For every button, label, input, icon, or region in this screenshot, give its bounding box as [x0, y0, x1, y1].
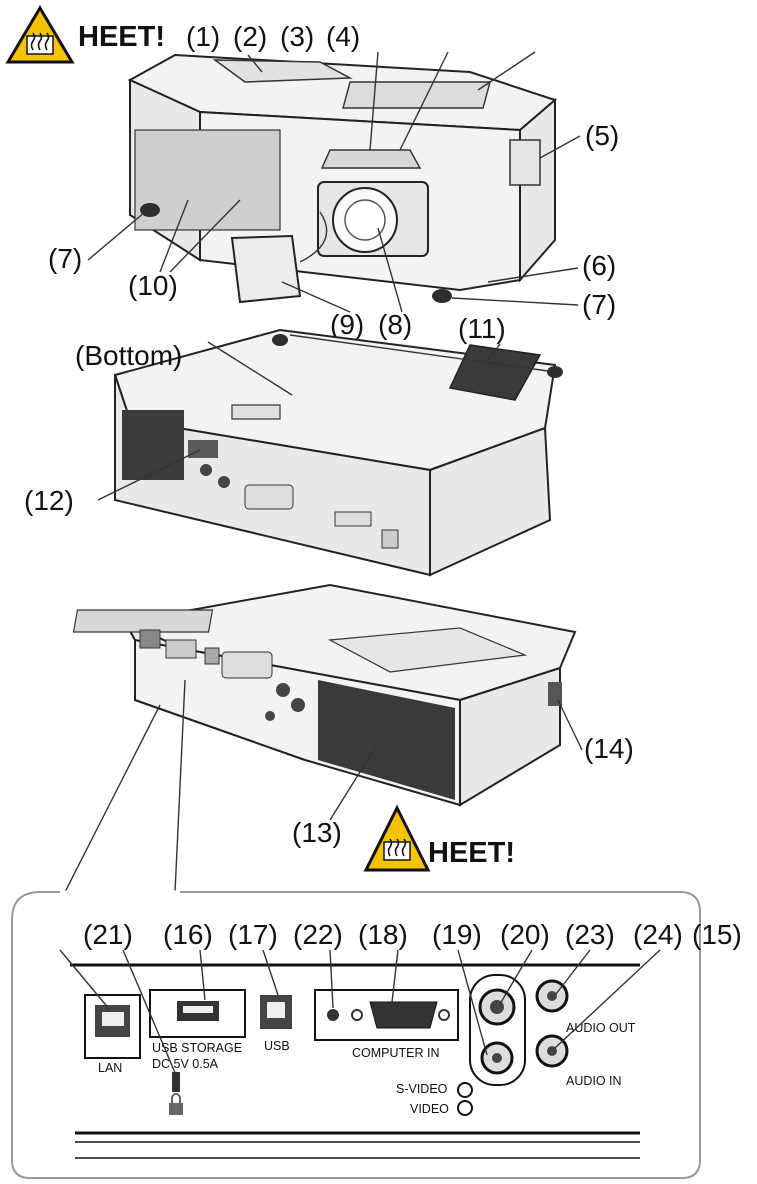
usb-label: USB: [264, 1039, 290, 1053]
callout-9: (9): [330, 309, 364, 340]
computer-in-port: [369, 1001, 438, 1029]
callout-14: (14): [584, 733, 634, 764]
warning-label-top: HEET!: [78, 21, 165, 53]
warning-label-mid: HEET!: [428, 837, 515, 869]
connector-panel-zoom: LAN USB STORAGE DC 5V 0.5A USB COMPUTER …: [11, 679, 742, 1179]
callout-10: (10): [128, 270, 178, 301]
callout-4: (4): [326, 21, 360, 52]
callouts-rear-view: (14) (13): [292, 699, 634, 848]
rear-foot: [272, 334, 288, 346]
projector-right-side: [519, 97, 556, 283]
vent-grille-front: [134, 129, 281, 231]
usb-storage-rating: DC 5V 0.5A: [152, 1057, 219, 1071]
callout-17: (17): [228, 919, 278, 950]
side-panel: [429, 426, 552, 577]
exhaust-vent: [318, 680, 455, 800]
callout-19: (19): [432, 919, 482, 950]
projector-rear-view: [72, 583, 577, 807]
hot-surface-warning-icon: [5, 5, 75, 64]
remote-sensor: [509, 139, 541, 186]
filter-cover: [448, 344, 542, 401]
callout-22: (22): [293, 919, 343, 950]
callout-6: (6): [582, 250, 616, 281]
callout-18: (18): [358, 919, 408, 950]
callout-8: (8): [378, 309, 412, 340]
callout-21: (21): [83, 919, 133, 950]
callout-16: (16): [163, 919, 213, 950]
callout-bottom: (Bottom): [75, 340, 182, 371]
callouts-front-view: (1) (2) (3) (4) (5) (6) (7) (7) (10) (9)…: [48, 21, 619, 340]
callout-12: (12): [24, 485, 74, 516]
latch: [231, 404, 281, 420]
callout-23: (23): [565, 919, 615, 950]
security-slot-small: [172, 1072, 180, 1092]
zoom-focus-ring: [320, 149, 422, 169]
usb-storage-label: USB STORAGE: [152, 1041, 242, 1055]
callout-24: (24): [633, 919, 683, 950]
video-label: VIDEO: [410, 1102, 449, 1116]
control-panel: [342, 81, 491, 109]
remote-control-port: [327, 1009, 339, 1021]
elevator-foot-right: [432, 289, 452, 303]
lamp-cover: [212, 59, 353, 83]
projector-bottom-view: [113, 328, 563, 577]
s-video-label: S-VIDEO: [396, 1082, 448, 1096]
rear-vent: [122, 410, 184, 480]
callout-7-left: (7): [48, 243, 82, 274]
callout-15: (15): [692, 919, 742, 950]
hot-surface-warning-icon: [363, 804, 431, 872]
callout-3: (3): [280, 21, 314, 52]
callout-20: (20): [500, 919, 550, 950]
callout-1: (1): [186, 21, 220, 52]
callout-7-right: (7): [582, 289, 616, 320]
speaker: [188, 440, 218, 458]
callout-13: (13): [292, 817, 342, 848]
hot-surface-warning-top: HEET!: [5, 5, 165, 64]
callout-5: (5): [585, 120, 619, 151]
callout-11: (11): [458, 313, 506, 344]
computer-in-label: COMPUTER IN: [352, 1046, 440, 1060]
hot-surface-warning-mid: HEET!: [363, 804, 515, 872]
projector-front-view: [127, 53, 557, 304]
audio-in-label: AUDIO IN: [566, 1074, 622, 1088]
rear-vga-port: [244, 484, 294, 510]
callouts-bottom-view: (Bottom) (11) (12): [24, 313, 556, 516]
lens-cover: [230, 234, 302, 304]
rear-side: [459, 666, 561, 807]
elevator-foot-left: [140, 203, 160, 217]
lan-label: LAN: [98, 1061, 122, 1075]
callout-2: (2): [233, 21, 267, 52]
audio-out-label: AUDIO OUT: [566, 1021, 636, 1035]
